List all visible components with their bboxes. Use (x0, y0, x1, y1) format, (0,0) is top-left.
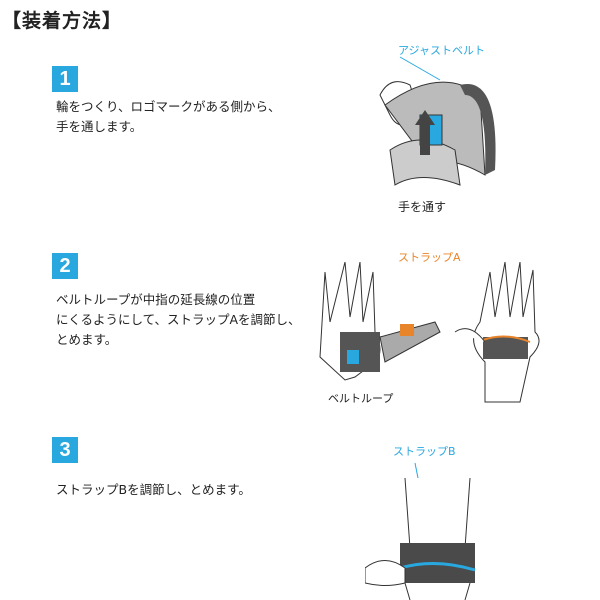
step-1-line: 手を通します。 (56, 119, 143, 134)
adjust-belt-label: アジャストベルト (398, 44, 486, 57)
pass-hand-label: 手を通す (398, 200, 447, 214)
belt-loop-label: ベルトループ (328, 392, 394, 405)
step-3-line: ストラップBを調節し、とめます。 (56, 482, 251, 497)
page-title: 【装着方法】 (2, 10, 123, 32)
step-1-text: 輪をつくり、ロゴマークがある側から、 手を通します。 (56, 97, 281, 137)
step-3-illustration (365, 462, 476, 600)
step-3-text: ストラップBを調節し、とめます。 (56, 480, 251, 500)
step-2-line: にくるようにして、ストラップAを調節し、 (56, 312, 301, 327)
step-2-text: ベルトループが中指の延長線の位置 にくるようにして、ストラップAを調節し、 とめ… (56, 290, 301, 350)
step-2-line: ベルトループが中指の延長線の位置 (56, 292, 256, 307)
strap-a-label: ストラップA (398, 251, 461, 264)
strap-b-label: ストラップB (393, 445, 456, 458)
step-2-badge: 2 (52, 253, 78, 279)
step-3-badge: 3 (52, 437, 78, 463)
step-1-illustration (379, 56, 496, 186)
step-1-line: 輪をつくり、ロゴマークがある側から、 (56, 99, 281, 114)
step-2-line: とめます。 (56, 332, 118, 347)
step-2-illustration (319, 262, 540, 403)
step-1-badge: 1 (52, 66, 78, 92)
